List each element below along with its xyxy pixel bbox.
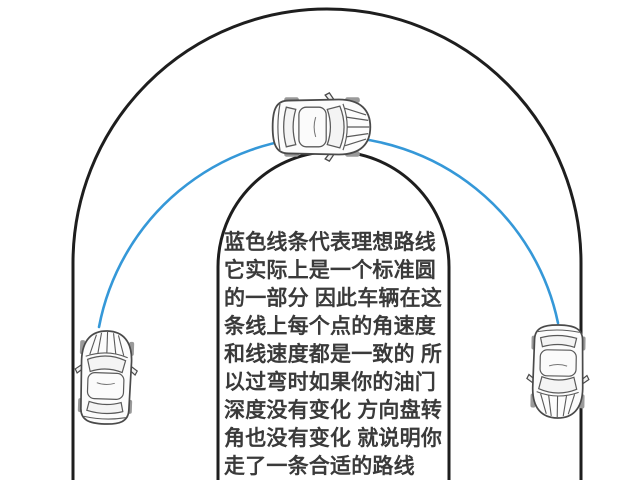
outer-track-boundary [71, 7, 583, 480]
caption-line-2: 它实际上是一个标准圆 [224, 259, 436, 282]
car-corner-entry-icon [72, 329, 140, 426]
caption-line-9: 走了一条合适的路线 [224, 455, 415, 478]
caption-text-block: 蓝色线条代表理想路线 它实际上是一个标准圆 的一部分 因此车辆在这 条线上每个点… [224, 229, 460, 480]
caption-line-3: 的一部分 因此车辆在这 [224, 287, 443, 310]
caption-line-6: 以过弯时如果你的油门 [224, 371, 436, 394]
caption-line-5: 和线速度都是一致的 所 [224, 343, 443, 366]
caption-line-8: 角也没有变化 就说明你 [224, 427, 443, 450]
caption-line-7: 深度没有变化 方向盘转 [224, 399, 443, 422]
caption-line-4: 条线上每个点的角速度 [224, 315, 436, 338]
caption-line-1: 蓝色线条代表理想路线 [224, 231, 436, 254]
car-corner-exit-icon [525, 323, 591, 420]
car-apex-icon [271, 91, 372, 163]
